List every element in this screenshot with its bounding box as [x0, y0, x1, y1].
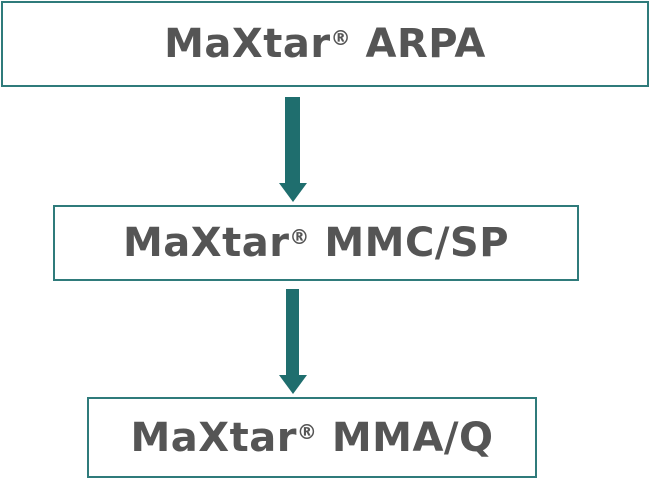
step-box-mma-q: MaXtar® MMA/Q [87, 397, 537, 478]
product-name: MMA/Q [331, 414, 494, 461]
registered-mark: ® [296, 419, 318, 444]
step-box-mmc-sp: MaXtar® MMC/SP [53, 205, 579, 281]
brand-name: MaXtar [164, 21, 331, 67]
brand-name: MaXtar [130, 414, 297, 461]
arrow-down-icon [279, 289, 307, 394]
brand-name: MaXtar [122, 220, 290, 266]
step-box-arpa: MaXtar® ARPA [1, 1, 649, 87]
arrow-down-icon [279, 97, 307, 202]
registered-mark: ® [330, 26, 352, 50]
product-name: MMC/SP [324, 220, 510, 266]
registered-mark: ® [289, 225, 310, 249]
product-name: ARPA [365, 21, 486, 67]
